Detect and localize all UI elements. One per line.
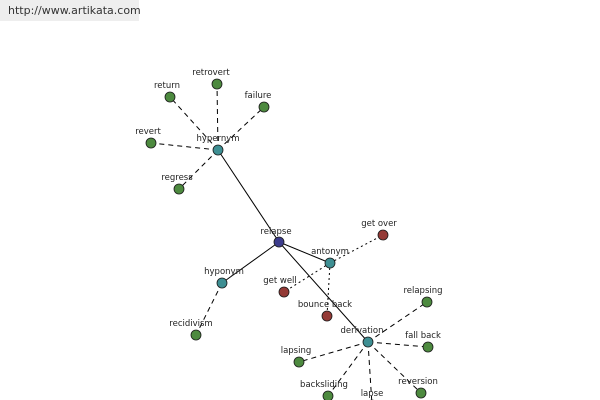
word-label-fall-back[interactable]: fall back — [405, 331, 441, 341]
word-node-failure[interactable] — [258, 101, 270, 113]
word-node-revert[interactable] — [145, 137, 157, 149]
word-node-reversion[interactable] — [415, 387, 427, 399]
word-label-revert[interactable]: revert — [135, 127, 161, 137]
edge-derivation-relapsing — [367, 301, 428, 343]
edge-derivation-lapsing — [298, 341, 369, 363]
word-node-fall-back[interactable] — [422, 341, 434, 353]
edge-hypernym-return — [169, 96, 219, 151]
word-label-return[interactable]: return — [154, 81, 180, 91]
edge-derivation-reversion — [367, 341, 422, 394]
word-label-regress[interactable]: regress — [161, 173, 193, 183]
graph-labels: relapse hypernym antonym hyponym derivation r… — [135, 68, 442, 399]
word-node-recidivism[interactable] — [190, 329, 202, 341]
edge-relapse-antonym — [278, 241, 331, 264]
word-label-lapsing[interactable]: lapsing — [281, 346, 312, 356]
relation-node-antonym[interactable] — [324, 257, 336, 269]
edge-hypernym-revert — [150, 142, 219, 151]
relation-node-hypernym[interactable] — [212, 144, 224, 156]
edge-derivation-fall-back — [367, 341, 429, 348]
edge-hypernym-retrovert — [216, 83, 219, 151]
site-url[interactable]: http://www.artikata.com — [0, 0, 141, 21]
word-node-get-over[interactable] — [377, 229, 389, 241]
edge-hyponym-recidivism — [195, 282, 223, 336]
relation-label-hypernym[interactable]: hypernym — [196, 134, 239, 144]
edge-derivation-backsliding — [327, 341, 369, 397]
word-node-backsliding[interactable] — [322, 390, 334, 400]
word-label-recidivism[interactable]: recidivism — [169, 319, 212, 329]
root-label-relapse[interactable]: relapse — [260, 227, 291, 237]
word-node-lapsing[interactable] — [293, 356, 305, 368]
word-node-regress[interactable] — [173, 183, 185, 195]
word-label-bounce-back[interactable]: bounce back — [298, 300, 352, 310]
word-node-bounce-back[interactable] — [321, 310, 333, 322]
word-label-retrovert[interactable]: retrovert — [192, 68, 230, 78]
edge-relapse-hypernym — [217, 149, 280, 243]
word-node-get-well[interactable] — [278, 286, 290, 298]
edge-relapse-hyponym — [221, 241, 280, 284]
word-label-lapse[interactable]: lapse — [361, 389, 384, 399]
word-label-reversion[interactable]: reversion — [398, 377, 438, 387]
edge-derivation-lapse — [367, 341, 373, 400]
relation-label-derivation[interactable]: derivation — [340, 326, 383, 336]
relation-node-hyponym[interactable] — [216, 277, 228, 289]
root-node-relapse[interactable] — [273, 236, 285, 248]
graph-edges — [150, 83, 429, 400]
edge-hypernym-failure — [217, 106, 265, 151]
edge-antonym-get-well — [283, 262, 331, 293]
word-node-return[interactable] — [164, 91, 176, 103]
edge-hypernym-regress — [178, 149, 219, 190]
edge-relapse-derivation — [278, 241, 369, 343]
word-label-backsliding[interactable]: backsliding — [300, 380, 348, 390]
relation-node-derivation[interactable] — [362, 336, 374, 348]
word-label-get-over[interactable]: get over — [361, 219, 397, 229]
graph-nodes — [145, 78, 434, 400]
word-node-relapsing[interactable] — [421, 296, 433, 308]
word-label-get-well[interactable]: get well — [263, 276, 297, 286]
relation-label-hyponym[interactable]: hyponym — [204, 267, 244, 277]
word-node-retrovert[interactable] — [211, 78, 223, 90]
relation-label-antonym[interactable]: antonym — [311, 247, 349, 257]
word-label-failure[interactable]: failure — [245, 91, 272, 101]
word-label-relapsing[interactable]: relapsing — [403, 286, 442, 296]
edge-antonym-bounce-back — [326, 262, 331, 317]
